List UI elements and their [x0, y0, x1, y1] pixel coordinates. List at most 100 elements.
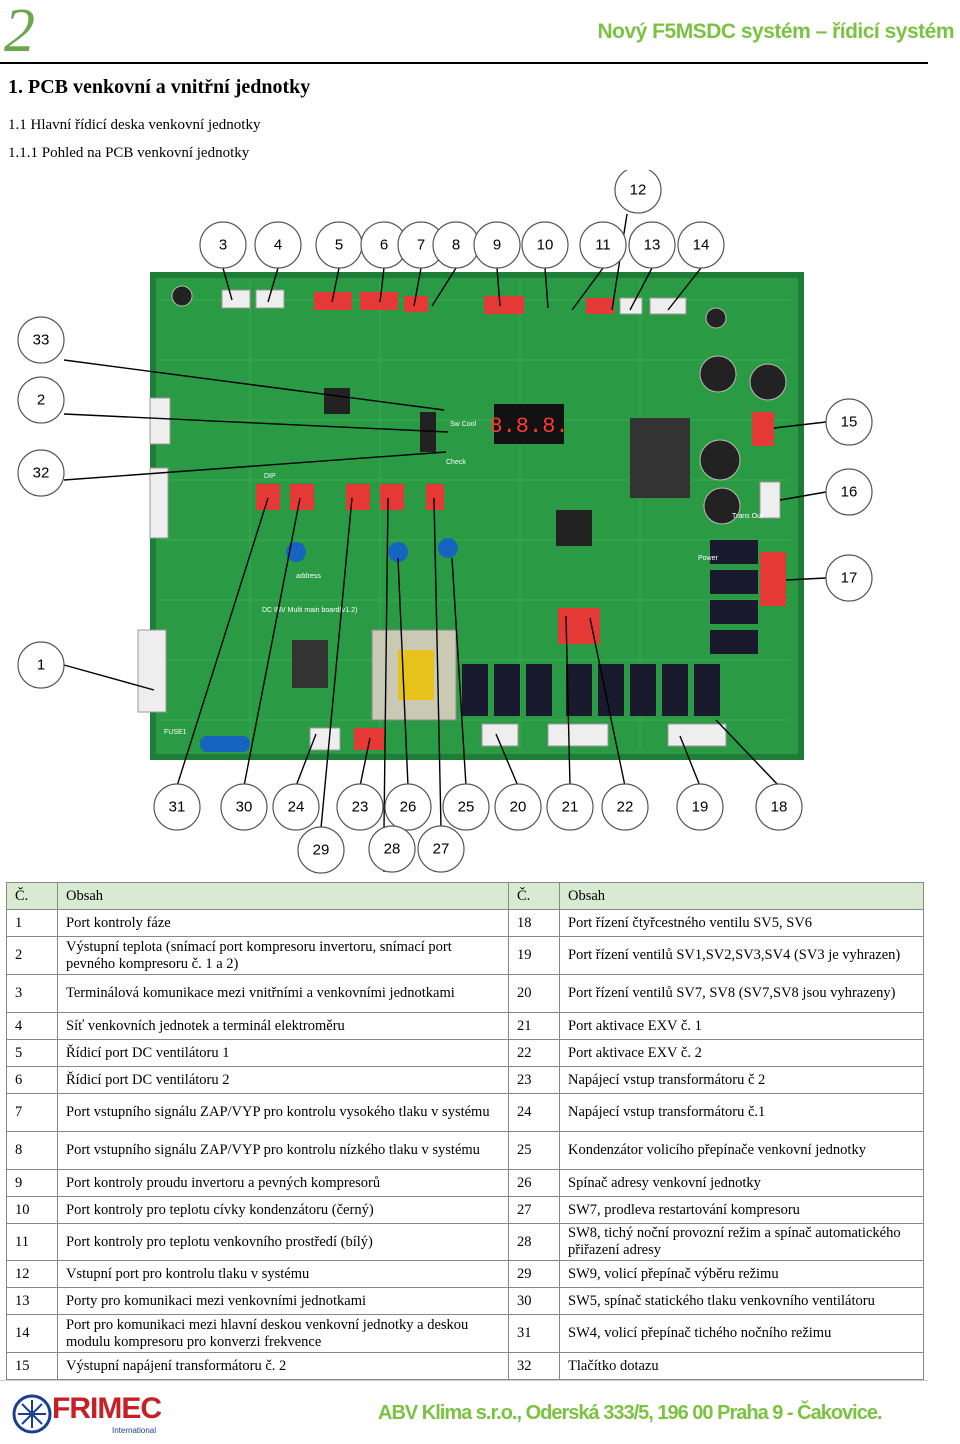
- callout-number: 11: [595, 237, 611, 254]
- row-number-left: 15: [6, 1352, 58, 1380]
- header-no-left: Č.: [6, 882, 58, 910]
- row-number-left: 11: [6, 1223, 58, 1261]
- callout-13: 13: [628, 221, 676, 269]
- callout-circle: [494, 783, 542, 831]
- callout-circle: [825, 468, 873, 516]
- seven-segment-display: 8.8.8.: [489, 414, 568, 439]
- row-number-left: 9: [6, 1169, 58, 1197]
- callout-1: 1: [17, 641, 65, 689]
- subsubsection-heading: 1.1.1 Pohled na PCB venkovní jednotky: [8, 145, 250, 161]
- callout-circle: [17, 641, 65, 689]
- callout-circle: [755, 783, 803, 831]
- callout-number: 16: [841, 484, 858, 501]
- row-content-left: Port vstupního signálu ZAP/VYP pro kontr…: [57, 1093, 509, 1132]
- callout-8: 8: [432, 221, 480, 269]
- row-content-right: Kondenzátor volicího přepínače venkovní …: [559, 1131, 924, 1170]
- callout-circle: [473, 221, 521, 269]
- callout-circle: [417, 825, 465, 873]
- row-number-right: 29: [508, 1260, 560, 1288]
- row-number-right: 19: [508, 936, 560, 975]
- header-divider: [0, 62, 928, 64]
- callout-number: 19: [692, 799, 709, 816]
- row-number-right: 32: [508, 1352, 560, 1380]
- callout-17: 17: [825, 554, 873, 602]
- callout-number: 20: [510, 799, 527, 816]
- footer-address: ABV Klima s.r.o., Oderská 333/5, 196 00 …: [378, 1402, 883, 1424]
- board-label-name: DC INV Multi main board(v1.2): [262, 607, 357, 614]
- row-content-right: SW4, volicí přepínač tichého nočního rež…: [559, 1314, 924, 1353]
- row-number-right: 22: [508, 1039, 560, 1067]
- callout-22: 22: [601, 783, 649, 831]
- row-number-left: 4: [6, 1012, 58, 1040]
- callout-number: 2: [37, 392, 45, 409]
- row-number-right: 25: [508, 1131, 560, 1170]
- callout-5: 5: [315, 221, 363, 269]
- section-heading: 1. PCB venkovní a vnitřní jednotky: [8, 76, 311, 98]
- callout-number: 29: [313, 842, 330, 859]
- callout-circle: [199, 221, 247, 269]
- callout-2: 2: [17, 376, 65, 424]
- board-label-dip: DIP: [264, 473, 276, 480]
- callout-23: 23: [336, 783, 384, 831]
- callout-circle: [825, 554, 873, 602]
- callout-circle: [614, 170, 662, 214]
- callout-number: 24: [288, 799, 305, 816]
- row-content-right: Spínač adresy venkovní jednotky: [559, 1169, 924, 1197]
- callout-15: 15: [825, 398, 873, 446]
- row-content-left: Výstupní napájení transformátoru č. 2: [57, 1352, 509, 1380]
- callout-number: 10: [537, 237, 554, 254]
- row-number-right: 23: [508, 1066, 560, 1094]
- callout-3: 3: [199, 221, 247, 269]
- callout-number: 32: [33, 465, 50, 482]
- row-content-left: Síť venkovních jednotek a terminál elekt…: [57, 1012, 509, 1040]
- callout-31: 31: [153, 783, 201, 831]
- callout-number: 28: [384, 841, 401, 858]
- footer-divider: [0, 1380, 928, 1381]
- row-content-left: Port kontroly pro teplotu venkovního pro…: [57, 1223, 509, 1261]
- callout-number: 8: [452, 237, 460, 254]
- callout-18: 18: [755, 783, 803, 831]
- header-no-right: Č.: [508, 882, 560, 910]
- board-label-fuse: FUSE1: [164, 729, 187, 736]
- callout-25: 25: [442, 783, 490, 831]
- callout-number: 14: [693, 237, 710, 254]
- row-number-left: 5: [6, 1039, 58, 1067]
- row-number-left: 7: [6, 1093, 58, 1132]
- callout-number: 6: [380, 237, 388, 254]
- callout-number: 22: [617, 799, 634, 816]
- callout-number: 13: [644, 237, 661, 254]
- row-number-right: 27: [508, 1196, 560, 1224]
- callout-circle: [297, 826, 345, 874]
- row-number-left: 10: [6, 1196, 58, 1224]
- row-number-left: 8: [6, 1131, 58, 1170]
- frimec-logo-icon: [12, 1394, 52, 1434]
- callout-circle: [442, 783, 490, 831]
- row-number-right: 30: [508, 1287, 560, 1315]
- row-number-right: 20: [508, 974, 560, 1013]
- board-label-check: Check: [446, 459, 466, 466]
- callout-number: 15: [841, 414, 858, 431]
- callout-11: 11: [579, 221, 627, 269]
- callout-16: 16: [825, 468, 873, 516]
- row-number-left: 13: [6, 1287, 58, 1315]
- board-label-sw-cool: Sw Cool: [450, 421, 477, 428]
- row-content-left: Terminálová komunikace mezi vnitřními a …: [57, 974, 509, 1013]
- table-header-row: Č. Obsah Č. Obsah: [6, 882, 924, 910]
- row-number-left: 12: [6, 1260, 58, 1288]
- row-content-left: Porty pro komunikaci mezi venkovními jed…: [57, 1287, 509, 1315]
- callout-circle: [254, 221, 302, 269]
- callout-number: 33: [33, 332, 50, 349]
- callout-number: 25: [458, 799, 475, 816]
- row-content-left: Výstupní teplota (snímací port kompresor…: [57, 936, 509, 975]
- callout-number: 21: [562, 799, 579, 816]
- callout-circle: [677, 221, 725, 269]
- row-content-left: Řídicí port DC ventilátoru 1: [57, 1039, 509, 1067]
